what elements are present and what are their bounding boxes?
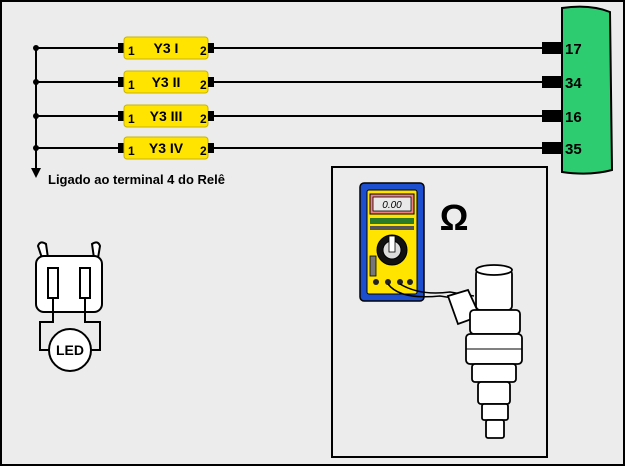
injector-pin-in: 1 [128,112,135,126]
injector-pin-out: 2 [200,112,207,126]
ecu-terminal-number: 16 [565,109,582,126]
pin-terminal [118,77,124,87]
pin-terminal [118,111,124,121]
injector-label: Y3 I [154,40,179,56]
relay-note: Ligado ao terminal 4 do Relê [48,172,225,187]
fuel-injector-icon [446,264,523,439]
ecu-pin-terminal [542,76,562,88]
pin-terminal [118,143,124,153]
multimeter-display: 0.00 [382,200,402,211]
wire-junction [33,113,39,119]
wire-junction [33,79,39,85]
wire-junction [33,145,39,151]
pin-terminal [208,77,214,87]
pin-terminal [208,143,214,153]
ecu-pin-terminal [542,142,562,154]
injector-label: Y3 II [152,74,181,90]
led-tester-icon [35,241,103,372]
injector-label: Y3 III [150,108,183,124]
injector-pin-in: 1 [128,78,135,92]
injector-pin-out: 2 [200,44,207,58]
injector-pin-in: 1 [128,144,135,158]
led-label: LED [56,342,84,358]
ecu-connector-icon [561,5,614,175]
injector-pin-out: 2 [200,78,207,92]
pin-terminal [208,111,214,121]
bus-arrow [31,168,41,178]
probe-leads [387,283,475,301]
pin-terminal [118,43,124,53]
ecu-terminal-number: 35 [565,141,582,158]
ecu-terminal-number: 34 [565,75,582,92]
injector-label: Y3 IV [149,140,184,156]
ecu-pin-terminal [542,42,562,54]
ecu-terminal-number: 17 [565,41,582,58]
ecu-pin-terminal [542,110,562,122]
ohm-symbol: Ω [440,197,469,238]
wire-junction [33,45,39,51]
multimeter-icon [359,182,425,302]
injector-pin-in: 1 [128,44,135,58]
injector-rows: 1 Y3 I 2 17 1 Y3 II 2 34 1 Y3 III 2 16 1 Y3 IV 2 35 [33,36,582,160]
pin-terminal [208,43,214,53]
injector-pin-out: 2 [200,144,207,158]
